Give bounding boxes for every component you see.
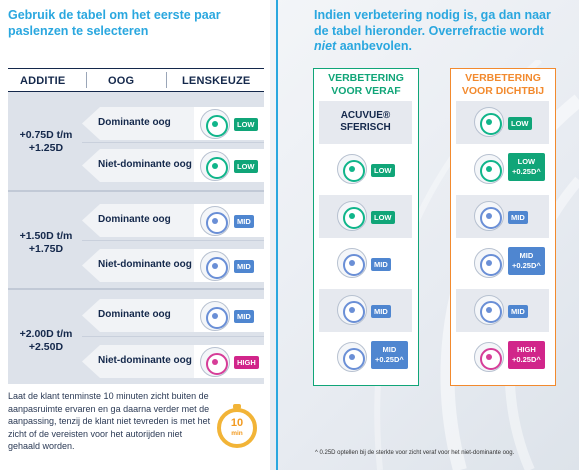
lens-badge: LOW <box>508 117 532 130</box>
far-cell: ACUVUE® SFERISCH <box>319 101 412 144</box>
contact-lens-icon <box>200 109 230 139</box>
lens-badge: MID <box>508 211 528 224</box>
table-row: Dominante oog MID <box>8 299 264 332</box>
eye-label: Dominante oog <box>98 117 171 128</box>
row-arrow <box>82 299 194 332</box>
far-cell: MID <box>319 242 412 285</box>
near-panel-title: VERBETERING VOOR DICHTBIJ <box>461 72 545 97</box>
row-separator <box>82 240 264 241</box>
eye-label: Niet-dominante oog <box>98 159 192 170</box>
lens-badge: MID+0.25D^ <box>371 341 408 369</box>
lens-badge: MID <box>234 215 254 228</box>
contact-lens-icon <box>474 342 504 372</box>
lens-badge: LOW+0.25D^ <box>508 153 545 181</box>
row-arrow <box>82 149 194 182</box>
contact-lens-icon <box>474 295 504 325</box>
row-arrow <box>82 107 194 140</box>
table-row: Dominante oog MID <box>8 204 264 237</box>
footnote: ^ 0.25D optellen bij de sterkte voor zic… <box>315 450 515 456</box>
contact-lens-icon <box>474 154 504 184</box>
far-cell: LOW <box>319 148 412 191</box>
row-arrow <box>82 249 194 282</box>
row-separator <box>82 336 264 337</box>
contact-lens-icon <box>337 201 367 231</box>
near-cell: HIGH+0.25D^ <box>456 336 549 379</box>
lens-badge: LOW <box>234 160 258 173</box>
eye-label: Niet-dominante oog <box>98 355 192 366</box>
table-row: Niet-dominante oog HIGH <box>8 345 264 378</box>
contact-lens-icon <box>337 248 367 278</box>
lens-selection-table: ADDITIE OOG LENSKEUZE +0.75D t/m +1.25D … <box>8 68 264 384</box>
lens-badge: MID <box>234 260 254 273</box>
far-correction-panel: VERBETERING VOOR VERAF ACUVUE® SFERISCH … <box>313 68 419 386</box>
column-header-eye: OOG <box>108 75 135 87</box>
table-row: Dominante oog LOW <box>8 107 264 140</box>
column-header-addition: ADDITIE <box>20 75 66 87</box>
addition-range: +1.50D t/m +1.75D <box>19 230 73 255</box>
lens-badge: MID <box>508 305 528 318</box>
group-separator <box>8 288 264 290</box>
left-heading: Gebruik de tabel om het eerste paar pasl… <box>8 8 221 38</box>
contact-lens-icon <box>337 295 367 325</box>
section-divider <box>276 0 278 470</box>
lens-badge: LOW <box>371 164 395 177</box>
table-row: Niet-dominante oog MID <box>8 249 264 282</box>
near-correction-panel: VERBETERING VOOR DICHTBIJ LOW LOW+0.25D^… <box>450 68 556 386</box>
contact-lens-icon <box>474 107 504 137</box>
far-cell: MID <box>319 289 412 332</box>
addition-range: +0.75D t/m +1.25D <box>19 129 73 154</box>
eye-label: Dominante oog <box>98 309 171 320</box>
near-cell: LOW+0.25D^ <box>456 148 549 191</box>
header-divider <box>86 72 87 88</box>
row-separator <box>82 142 264 143</box>
contact-lens-icon <box>200 347 230 377</box>
row-arrow <box>82 204 194 237</box>
lens-badge: HIGH+0.25D^ <box>508 341 545 369</box>
near-cell: LOW <box>456 101 549 144</box>
table-header: ADDITIE OOG LENSKEUZE <box>8 68 264 92</box>
far-panel-title: VERBETERING VOOR VERAF <box>328 72 404 97</box>
stopwatch-icon: 10 min <box>217 404 261 448</box>
contact-lens-icon <box>474 201 504 231</box>
contact-lens-icon <box>474 248 504 278</box>
lens-badge: HIGH <box>234 356 259 369</box>
right-heading: Indien verbetering nodig is, ga dan naar… <box>314 8 551 53</box>
timer-value: 10 <box>230 417 244 429</box>
table-row: Niet-dominante oog LOW <box>8 149 264 182</box>
lens-badge: MID+0.25D^ <box>508 247 545 275</box>
contact-lens-icon <box>200 206 230 236</box>
far-cell: LOW <box>319 195 412 238</box>
contact-lens-icon <box>200 251 230 281</box>
column-header-lens-choice: LENSKEUZE <box>182 75 251 87</box>
lens-badge: MID <box>234 310 254 323</box>
instruction-note: Laat de klant tenminste 10 minuten zicht… <box>8 391 211 451</box>
near-cell: MID <box>456 195 549 238</box>
contact-lens-icon <box>337 342 367 372</box>
contact-lens-icon <box>337 154 367 184</box>
header-divider <box>166 72 167 88</box>
eye-label: Niet-dominante oog <box>98 259 192 270</box>
acuvue-spherical-label: ACUVUE® SFERISCH <box>340 110 391 133</box>
addition-range: +2.00D t/m +2.50D <box>19 328 73 353</box>
far-cell: MID+0.25D^ <box>319 336 412 379</box>
lens-badge: LOW <box>371 211 395 224</box>
stopwatch-knob <box>233 404 241 409</box>
eye-label: Dominante oog <box>98 214 171 225</box>
lens-badge: LOW <box>234 118 258 131</box>
lens-badge: MID <box>371 258 391 271</box>
row-arrow <box>82 345 194 378</box>
lens-badge: MID <box>371 305 391 318</box>
group-separator <box>8 190 264 192</box>
contact-lens-icon <box>200 151 230 181</box>
near-cell: MID+0.25D^ <box>456 242 549 285</box>
timer-unit: min <box>231 430 243 437</box>
near-cell: MID <box>456 289 549 332</box>
stopwatch-ring <box>217 408 257 448</box>
contact-lens-icon <box>200 301 230 331</box>
